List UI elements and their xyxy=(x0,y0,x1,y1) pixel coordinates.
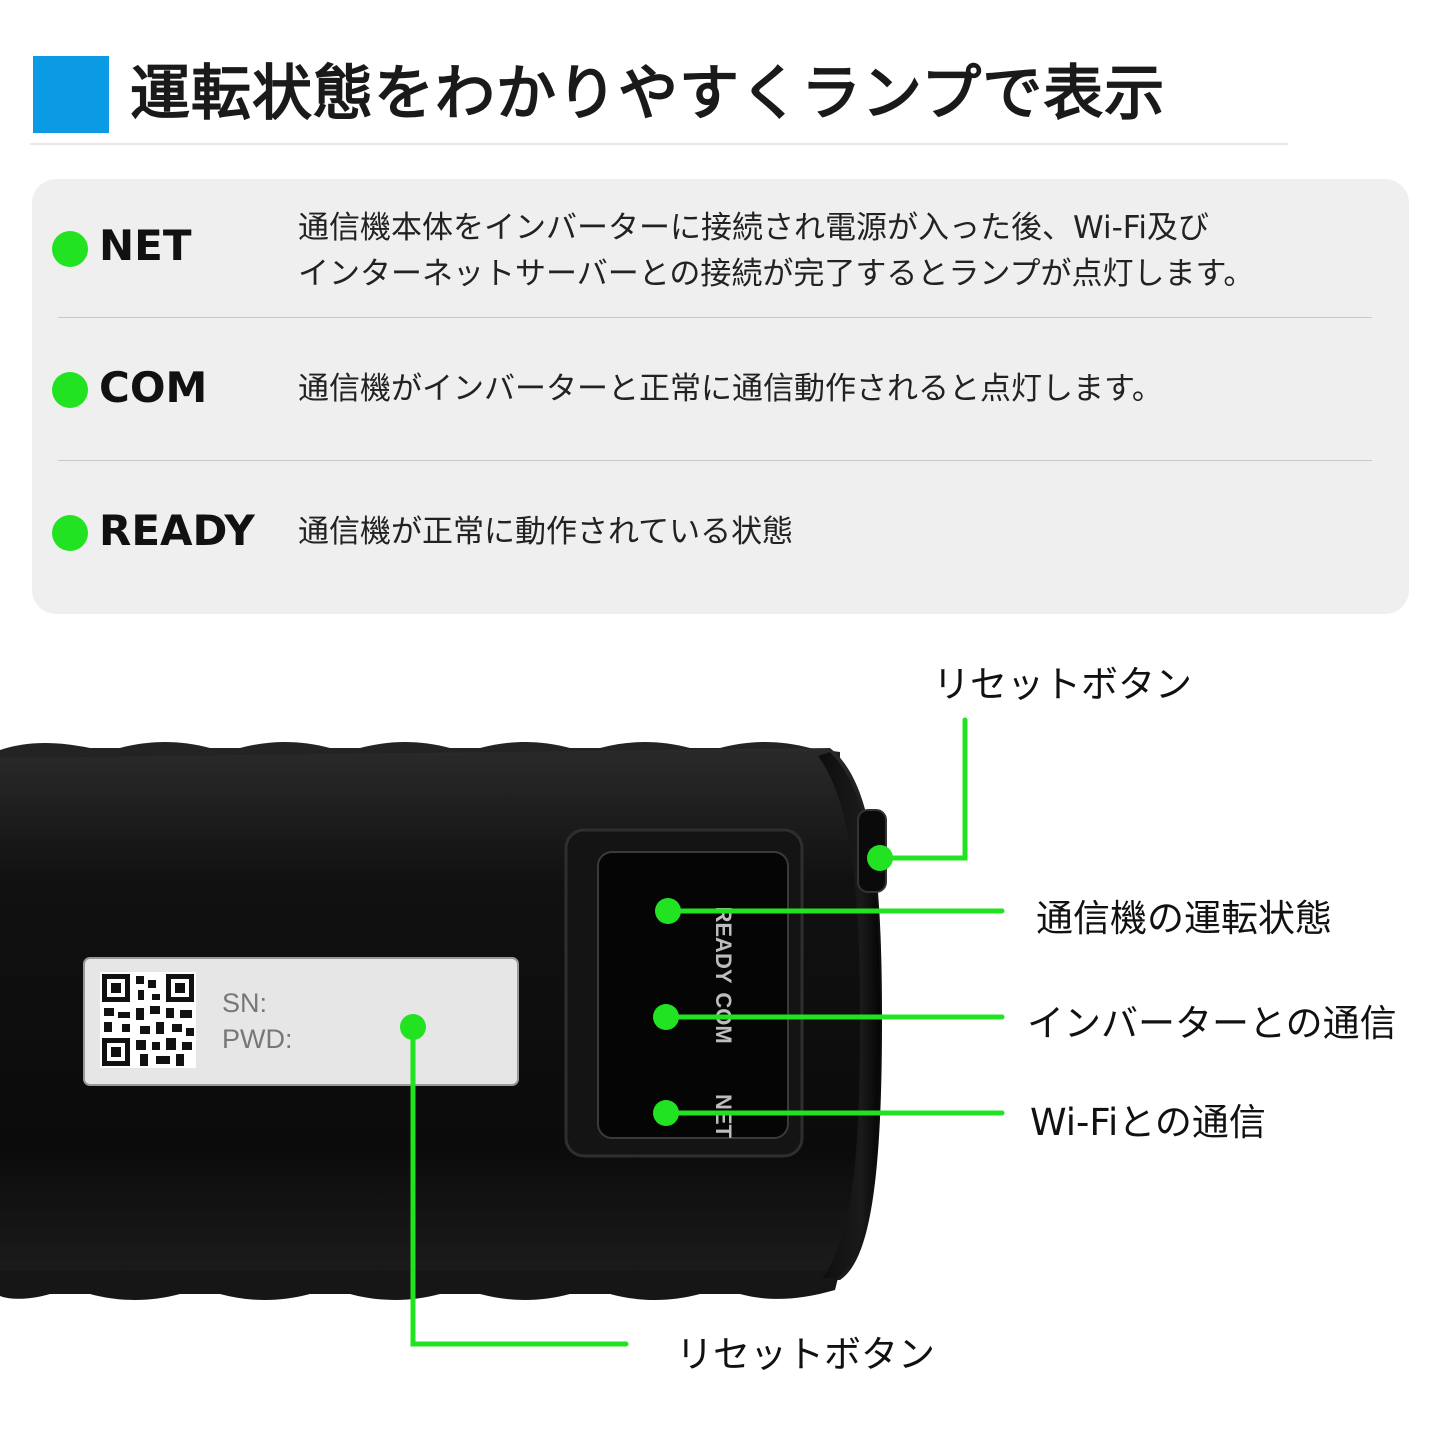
lamp-desc: 通信機本体をインバーターに接続され電源が入った後、Wi-Fi及び xyxy=(298,210,1209,246)
green-dot-icon xyxy=(52,515,88,551)
lamp-desc: インターネットサーバーとの接続が完了するとランプが点灯します。 xyxy=(298,256,1255,292)
title-accent-bar xyxy=(33,56,109,133)
led-dot-reset-top xyxy=(867,845,893,871)
led-dot-net xyxy=(653,1100,679,1126)
led-label-net: NET xyxy=(711,1094,736,1139)
lamp-info-panel: NET 通信機本体をインバーターに接続され電源が入った後、Wi-Fi及び インタ… xyxy=(32,179,1409,614)
lamp-name: COM xyxy=(99,363,208,412)
led-dot-reset-bottom xyxy=(400,1014,426,1040)
green-dot-icon xyxy=(52,372,88,408)
callout-line-reset-top xyxy=(877,717,968,861)
sn-label: SN: xyxy=(222,988,267,1018)
page-title: 運転状態をわかりやすくランプで表示 xyxy=(130,59,1166,129)
callout-reset-top: リセットボタン xyxy=(933,663,1192,706)
lamp-name: READY xyxy=(99,506,255,555)
lamp-desc: 通信機がインバーターと正常に通信動作されると点灯します。 xyxy=(298,371,1163,407)
callout-ready: 通信機の運転状態 xyxy=(1036,897,1332,940)
row-divider xyxy=(58,460,1372,461)
led-dot-ready xyxy=(655,898,681,924)
led-dot-com xyxy=(653,1004,679,1030)
callout-net: Wi-Fiとの通信 xyxy=(1030,1101,1266,1144)
device-illustration: SN: PWD: READY COM NET リセットボタン 通信機の運転状態 … xyxy=(0,640,1445,1447)
lamp-name: NET xyxy=(99,221,192,270)
pwd-label: PWD: xyxy=(222,1024,293,1054)
callout-line-reset-bottom xyxy=(410,1024,629,1347)
callout-com: インバーターとの通信 xyxy=(1027,1002,1397,1045)
callout-reset-bottom: リセットボタン xyxy=(676,1333,935,1376)
row-divider xyxy=(58,317,1372,318)
led-label-ready: READY xyxy=(711,906,736,983)
qr-code-icon xyxy=(100,972,196,1068)
lamp-desc: 通信機が正常に動作されている状態 xyxy=(298,514,794,550)
green-dot-icon xyxy=(52,231,88,267)
title-divider xyxy=(30,143,1288,145)
device-body-svg: SN: PWD: READY COM NET xyxy=(0,717,1005,1347)
